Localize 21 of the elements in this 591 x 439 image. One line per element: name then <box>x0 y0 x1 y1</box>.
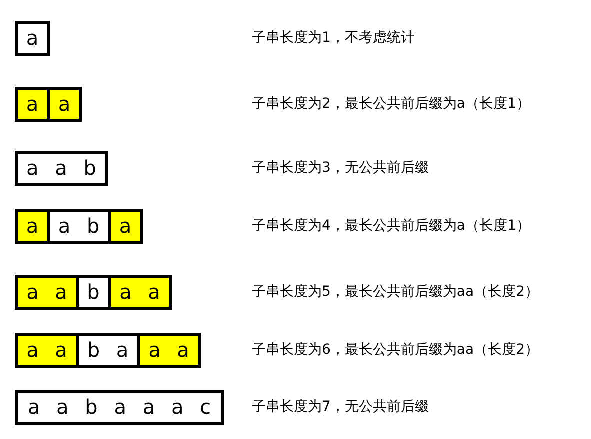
description-text: 子串长度为1，不考虑统计 <box>252 29 415 47</box>
character-box: a b <box>47 209 111 244</box>
description-text: 子串长度为6，最长公共前后缀为aa（长度2） <box>252 341 539 359</box>
description-text: 子串长度为5，最长公共前后缀为aa（长度2） <box>252 283 539 301</box>
description-text: 子串长度为3，无公共前后缀 <box>252 159 429 177</box>
character-box: a <box>15 21 50 56</box>
character-box: a a b a a a c <box>15 390 224 425</box>
character-box: a a b <box>15 151 108 186</box>
highlighted-character-box: a a <box>15 333 79 368</box>
highlighted-character-box: a a <box>137 333 201 368</box>
description-text: 子串长度为2，最长公共前后缀为a（长度1） <box>252 95 530 113</box>
character-box: b <box>76 275 111 310</box>
description-text: 子串长度为4，最长公共前后缀为a（长度1） <box>252 217 530 235</box>
character-box: b a <box>76 333 140 368</box>
highlighted-character-box: a <box>47 87 82 122</box>
highlighted-character-box: a <box>108 209 143 244</box>
description-text: 子串长度为7，无公共前后缀 <box>252 398 429 416</box>
highlighted-character-box: a <box>15 87 50 122</box>
highlighted-character-box: a <box>15 209 50 244</box>
highlighted-character-box: a a <box>108 275 172 310</box>
highlighted-character-box: a a <box>15 275 79 310</box>
